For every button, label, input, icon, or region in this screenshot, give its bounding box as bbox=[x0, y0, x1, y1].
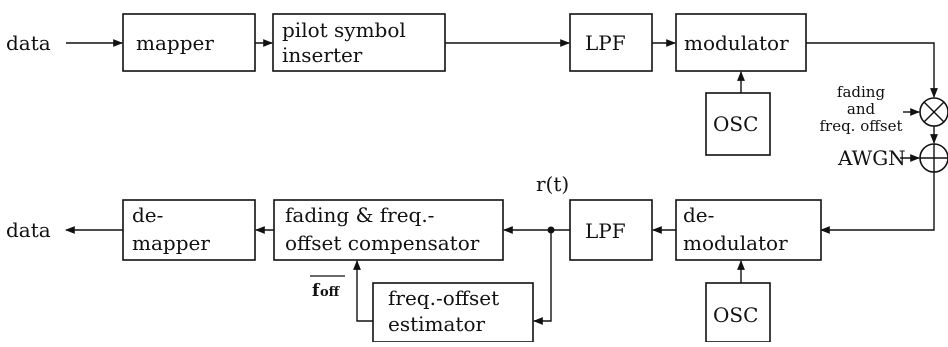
arrow-estimator-compensator bbox=[353, 260, 373, 322]
fading-freq-offset-compensator-block: fading & freq.- offset compensator bbox=[273, 199, 504, 261]
estimator-label-line2: estimator bbox=[388, 312, 486, 336]
osc-tx-label: OSC bbox=[713, 112, 758, 136]
modulator-block: modulator bbox=[675, 13, 807, 72]
data-out-label: data bbox=[6, 218, 51, 242]
lpf-rx-label: LPF bbox=[585, 219, 626, 243]
arrow-adder-demodulator bbox=[820, 172, 935, 234]
fading-label-line2: and bbox=[847, 100, 876, 118]
demodulator-label-line2: modulator bbox=[683, 231, 788, 255]
compensator-label-line2: offset compensator bbox=[285, 231, 480, 255]
demapper-block: de- mapper bbox=[122, 199, 256, 261]
multiplier-icon bbox=[919, 97, 948, 127]
demodulator-block: de- modulator bbox=[675, 199, 822, 261]
arrow-modulator-multiplier bbox=[806, 42, 938, 98]
lpf-rx-block: LPF bbox=[569, 199, 653, 261]
estimator-label-line1: freq.-offset bbox=[388, 286, 499, 310]
adder-icon bbox=[919, 143, 948, 173]
mapper-label: mapper bbox=[136, 31, 214, 55]
arrow-rt-estimator bbox=[533, 230, 552, 325]
lpf-tx-label: LPF bbox=[585, 31, 626, 55]
awgn-label: AWGN bbox=[837, 146, 906, 170]
pilot-label-line1: pilot symbol bbox=[282, 18, 406, 42]
data-in-label: data bbox=[6, 31, 51, 55]
osc-tx-block: OSC bbox=[705, 92, 771, 156]
fading-label-line1: fading bbox=[837, 83, 886, 101]
modulator-label: modulator bbox=[684, 31, 789, 55]
foff-estimate-label: f off bbox=[310, 275, 345, 301]
demapper-label-line2: mapper bbox=[132, 231, 210, 255]
fading-label-line3: freq. offset bbox=[819, 117, 902, 135]
compensator-label-line1: fading & freq.- bbox=[285, 203, 434, 227]
demodulator-label-line1: de- bbox=[683, 203, 714, 227]
pilot-label-line2: inserter bbox=[282, 43, 363, 67]
demapper-label-line1: de- bbox=[132, 203, 163, 227]
foff-label-main: f bbox=[312, 281, 321, 301]
osc-rx-block: OSC bbox=[705, 282, 771, 343]
foff-label-sub: off bbox=[320, 285, 341, 300]
lpf-tx-block: LPF bbox=[569, 13, 653, 72]
mapper-block: mapper bbox=[122, 13, 256, 72]
rt-label: r(t) bbox=[536, 172, 569, 196]
freq-offset-estimator-block: freq.-offset estimator bbox=[372, 282, 534, 343]
osc-rx-label: OSC bbox=[713, 303, 758, 327]
pilot-symbol-inserter-block: pilot symbol inserter bbox=[272, 13, 446, 72]
